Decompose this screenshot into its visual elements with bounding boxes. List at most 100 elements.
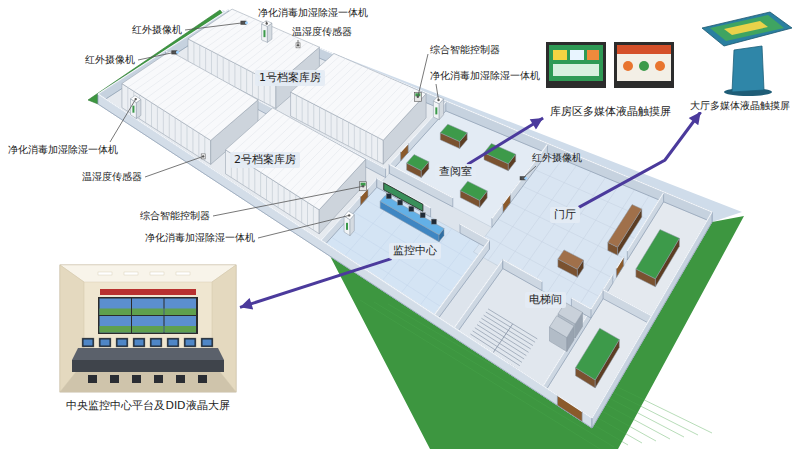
wall-top (460, 224, 489, 240)
door (401, 144, 409, 161)
shelf-stripe (331, 113, 332, 137)
shelf-stripe (229, 60, 230, 84)
inset-panel: 中央监控中心平台及DID液晶大屏 (56, 262, 240, 412)
callout-label: 综合智能控制器 (430, 44, 500, 56)
leader-dot (173, 51, 175, 53)
screen-header (617, 45, 671, 54)
wall-top (616, 257, 623, 269)
kiosk (702, 12, 792, 96)
ceiling-light (176, 272, 190, 275)
photo-console (72, 348, 224, 360)
shelf-stripe (313, 104, 314, 128)
video-wall-screen (100, 299, 132, 316)
room-label: 监控中心 (393, 244, 437, 257)
photo-chair (198, 375, 207, 383)
wall-top (389, 102, 445, 165)
shelf-stripe (234, 63, 235, 87)
shelf-stripe (348, 122, 349, 146)
shelf-stripe (307, 101, 308, 125)
shelf-stripe (349, 79, 392, 122)
shelf-stripe (320, 66, 363, 107)
shelf-stripe (301, 199, 302, 223)
screen-frame (614, 42, 674, 88)
photo-chair (132, 375, 141, 383)
door (503, 194, 510, 213)
callout-label: 温湿度传感器 (82, 171, 142, 183)
callout-label: 综合智能控制器 (140, 210, 210, 222)
leader-dot (362, 185, 364, 187)
wall-top (503, 194, 510, 204)
room-label: 2号档案库房 (234, 153, 296, 166)
photo-monitor (201, 338, 213, 347)
photo-chair (176, 375, 185, 383)
meeting-table (636, 230, 680, 279)
room-label: 门厅 (554, 208, 576, 221)
outer-wall (592, 212, 712, 428)
ceiling-light (124, 272, 138, 275)
purifier-unit (262, 21, 272, 27)
photo-ceiling (60, 265, 236, 282)
shelf-stripe (246, 69, 247, 93)
shelf-stripe (223, 24, 267, 57)
shelf-stripe (302, 98, 303, 122)
shelf-stripe (313, 206, 314, 230)
shelf-stripe (217, 22, 261, 54)
shelf-stripe (354, 81, 397, 125)
room-label-box: 监控中心 (389, 243, 441, 258)
controller-icon (360, 182, 367, 191)
shelf-stripe (187, 87, 235, 125)
shelf-stripe (331, 71, 374, 113)
stair-rail (491, 324, 513, 356)
wall-top (320, 178, 376, 241)
shelf-stripe (169, 77, 217, 114)
console-monitor (431, 219, 436, 224)
leader-line (418, 54, 428, 97)
video-wall-screen (100, 316, 132, 333)
leader-dot (417, 96, 419, 98)
shelf-stripe (377, 137, 378, 161)
shelf-stripe (254, 169, 255, 193)
leader-line (258, 215, 349, 238)
leader-dot (266, 22, 268, 24)
shelf-stripe (199, 45, 200, 69)
arrow-connector (240, 259, 391, 308)
callout-label: 红外摄像机 (532, 152, 582, 164)
callout-label: 红外摄像机 (85, 54, 135, 66)
shelf-stripe (371, 134, 372, 158)
shelf-stripe (366, 86, 409, 131)
shelf-stripe (169, 114, 170, 138)
photo-monitor-screen (135, 340, 144, 346)
room-label-box: 电梯间 (525, 292, 566, 307)
inset-panel: 库房区多媒体液晶触摸屏 (540, 36, 680, 118)
camera-lens (245, 21, 248, 24)
wall-top (503, 260, 542, 282)
video-wall-screen (132, 299, 164, 316)
shelf-stripe (199, 93, 246, 132)
photo-monitor (167, 338, 179, 347)
arrow-connector (467, 118, 543, 164)
wall (434, 240, 490, 324)
leader-dot (437, 99, 439, 101)
shelf-stripe (296, 146, 343, 194)
camera-lens (176, 51, 179, 54)
shelf-stripe (127, 87, 128, 111)
shelf-stripe (223, 57, 224, 81)
shelf-stripe (175, 80, 223, 117)
shelf-stripe (145, 99, 146, 123)
shelf-stripe (187, 125, 188, 149)
shelf-stripe (295, 195, 296, 219)
shelf-stripe (354, 125, 355, 149)
shelf-stripe (307, 202, 308, 226)
photo-monitor (116, 338, 128, 347)
leader-line (213, 186, 363, 216)
wall-top (401, 144, 409, 152)
shelf-stripe (302, 150, 349, 199)
reading-desk (484, 144, 516, 164)
arrow-connector (579, 112, 701, 207)
screen-frame (546, 42, 606, 88)
photo-monitor (82, 338, 94, 347)
room-label: 1号档案库房 (259, 71, 321, 84)
shelf-stripe (365, 131, 366, 155)
photo-chair (154, 375, 163, 383)
